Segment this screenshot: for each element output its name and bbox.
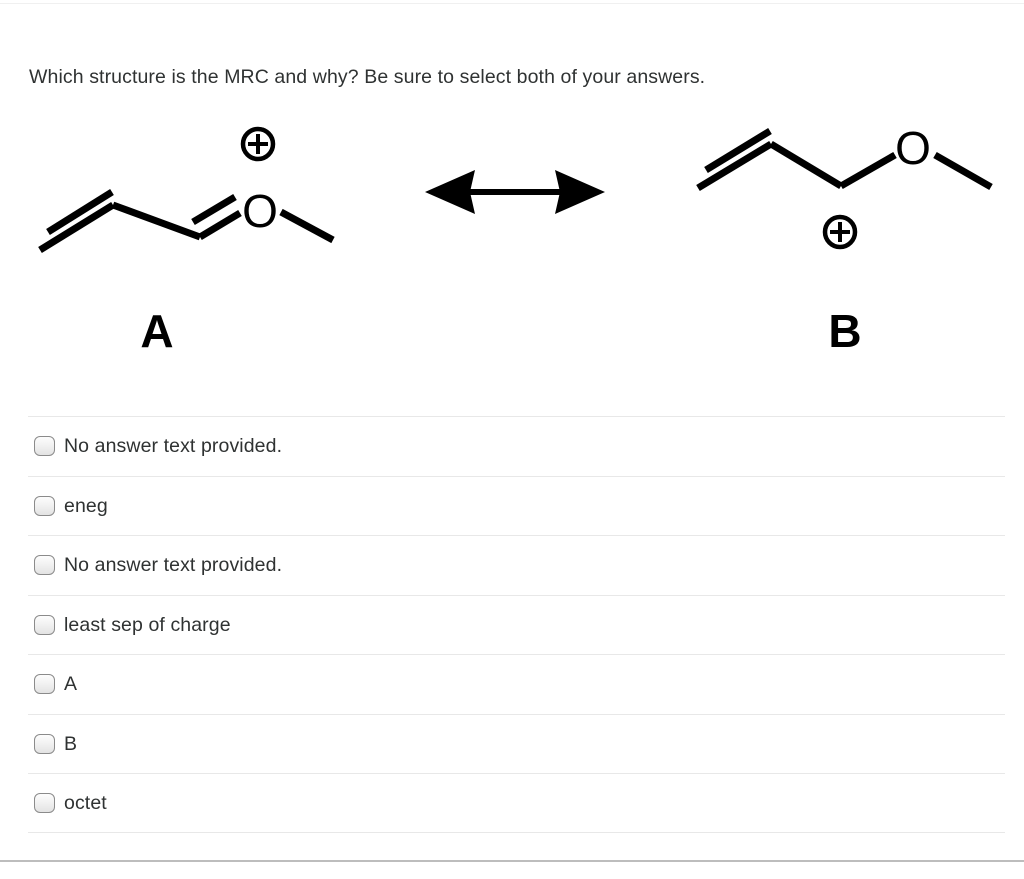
option-row-7[interactable]: octet <box>28 773 1005 833</box>
checkbox-icon-option-6[interactable] <box>34 733 55 754</box>
checkbox-icon-option-1[interactable] <box>34 436 55 457</box>
option-row-1[interactable]: No answer text provided. <box>28 416 1005 476</box>
bond-o-methyl-a <box>279 208 335 244</box>
checkbox-icon-option-2[interactable] <box>34 495 55 516</box>
option-label-1: No answer text provided. <box>64 435 283 458</box>
checkbox-icon-option-7[interactable] <box>34 792 55 813</box>
checkbox-icon-option-4[interactable] <box>34 614 55 635</box>
option-label-6: B <box>64 732 78 755</box>
option-label-2: eneg <box>64 494 108 517</box>
bond-c3-o-line2 <box>191 193 237 226</box>
option-label-5: A <box>64 673 78 696</box>
option-row-2[interactable]: eneg <box>28 475 1005 536</box>
option-label-4: least sep of charge <box>64 613 231 636</box>
question-prompt: Which structure is the MRC and why? Be s… <box>29 66 706 88</box>
top-divider <box>0 3 1024 4</box>
checkbox-icon-option-5[interactable] <box>34 674 55 695</box>
option-label-7: octet <box>64 791 107 814</box>
resonance-arrow-icon <box>425 170 605 214</box>
structure-label-b: B <box>828 305 862 357</box>
bond-c1-c2-line1 <box>38 202 115 253</box>
bond-b-c1-c2-line1 <box>696 141 773 191</box>
plus-charge-icon-a <box>240 126 276 162</box>
structures-svg: O <box>38 122 993 253</box>
oxygen-atom-label-a: O <box>242 185 278 237</box>
bottom-divider <box>0 860 1024 862</box>
option-row-6[interactable]: B <box>28 713 1005 774</box>
option-label-3: No answer text provided. <box>64 554 283 577</box>
oxygen-atom-label-b: O <box>895 122 931 174</box>
structure-label-a: A <box>140 305 174 357</box>
plus-charge-icon-b <box>822 214 858 250</box>
resonance-structures-figure: O <box>0 100 1024 390</box>
bond-c1-c2-line2 <box>46 189 114 235</box>
structure-a-drawing <box>38 189 335 253</box>
checkbox-icon-option-3[interactable] <box>34 555 55 576</box>
option-row-5[interactable]: A <box>28 654 1005 714</box>
answer-options-list: No answer text provided. eneg No answer … <box>28 416 1005 833</box>
option-row-4[interactable]: least sep of charge <box>28 594 1005 655</box>
bond-b-c2-c3 <box>769 140 843 190</box>
bond-c3-o-line1 <box>198 209 242 241</box>
bond-c2-c3 <box>111 201 202 241</box>
structure-b-drawing <box>696 128 993 191</box>
option-row-3[interactable]: No answer text provided. <box>28 535 1005 595</box>
bond-b-o-methyl <box>933 151 993 191</box>
bond-b-c3-o <box>839 151 897 190</box>
bond-b-c1-c2-line2 <box>704 128 772 173</box>
